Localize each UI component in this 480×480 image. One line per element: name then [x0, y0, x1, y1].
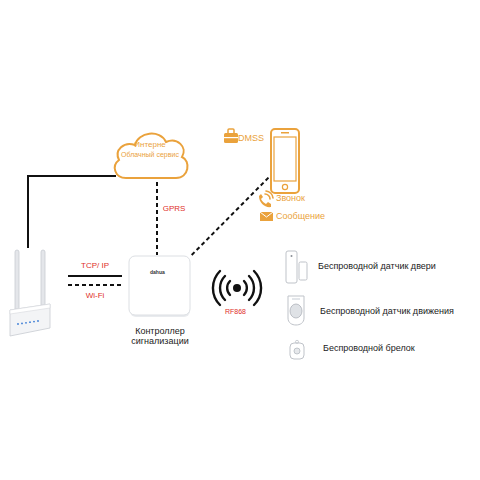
- connector-line: [156, 182, 158, 255]
- text-label: Звонок: [276, 194, 305, 204]
- node-text: Облачный сервис: [106, 151, 194, 159]
- edge-label: TCP/ IP: [81, 262, 109, 271]
- node-text: Беспроводной датчик двери: [318, 261, 436, 271]
- node-text: Контроллер сигнализации: [115, 326, 205, 347]
- text-label: Сообщение: [276, 212, 325, 222]
- smartphone: DMSS: [270, 128, 300, 194]
- message-icon: [260, 212, 273, 221]
- router: [8, 248, 52, 340]
- cloud-service: ИнтернеОблачный сервис: [110, 126, 190, 182]
- node-text: Интерне: [110, 140, 190, 149]
- text-label: dahua: [150, 270, 165, 276]
- node-text: Беспроводной датчик движения: [320, 306, 454, 316]
- fob-outline: [289, 340, 305, 360]
- motion-outline: [286, 294, 306, 326]
- radio-symbol: [213, 271, 261, 305]
- connector-line: [68, 275, 122, 277]
- key-fob: Беспроводной брелок: [289, 340, 305, 360]
- door-outline: [285, 250, 309, 284]
- edge-label: GPRS: [163, 204, 186, 213]
- app-icon: [224, 129, 238, 143]
- door-sensor: Беспроводной датчик двери: [285, 250, 309, 284]
- motion-sensor: Беспроводной датчик движения: [286, 294, 306, 326]
- call-icon: [259, 191, 273, 207]
- alarm-controller: Контроллер сигнализации: [128, 255, 192, 319]
- node-text: DMSS: [238, 133, 264, 143]
- text-label: RF868: [225, 308, 246, 316]
- phone-outline: [270, 128, 300, 194]
- edge-label: Wi-Fi: [86, 292, 105, 301]
- connector-line: [28, 176, 116, 248]
- connector-line: [68, 284, 122, 286]
- controller-outline: [128, 255, 192, 319]
- connector-line: [192, 176, 270, 255]
- node-text: Беспроводной брелок: [323, 343, 415, 353]
- router-outline: [8, 248, 52, 340]
